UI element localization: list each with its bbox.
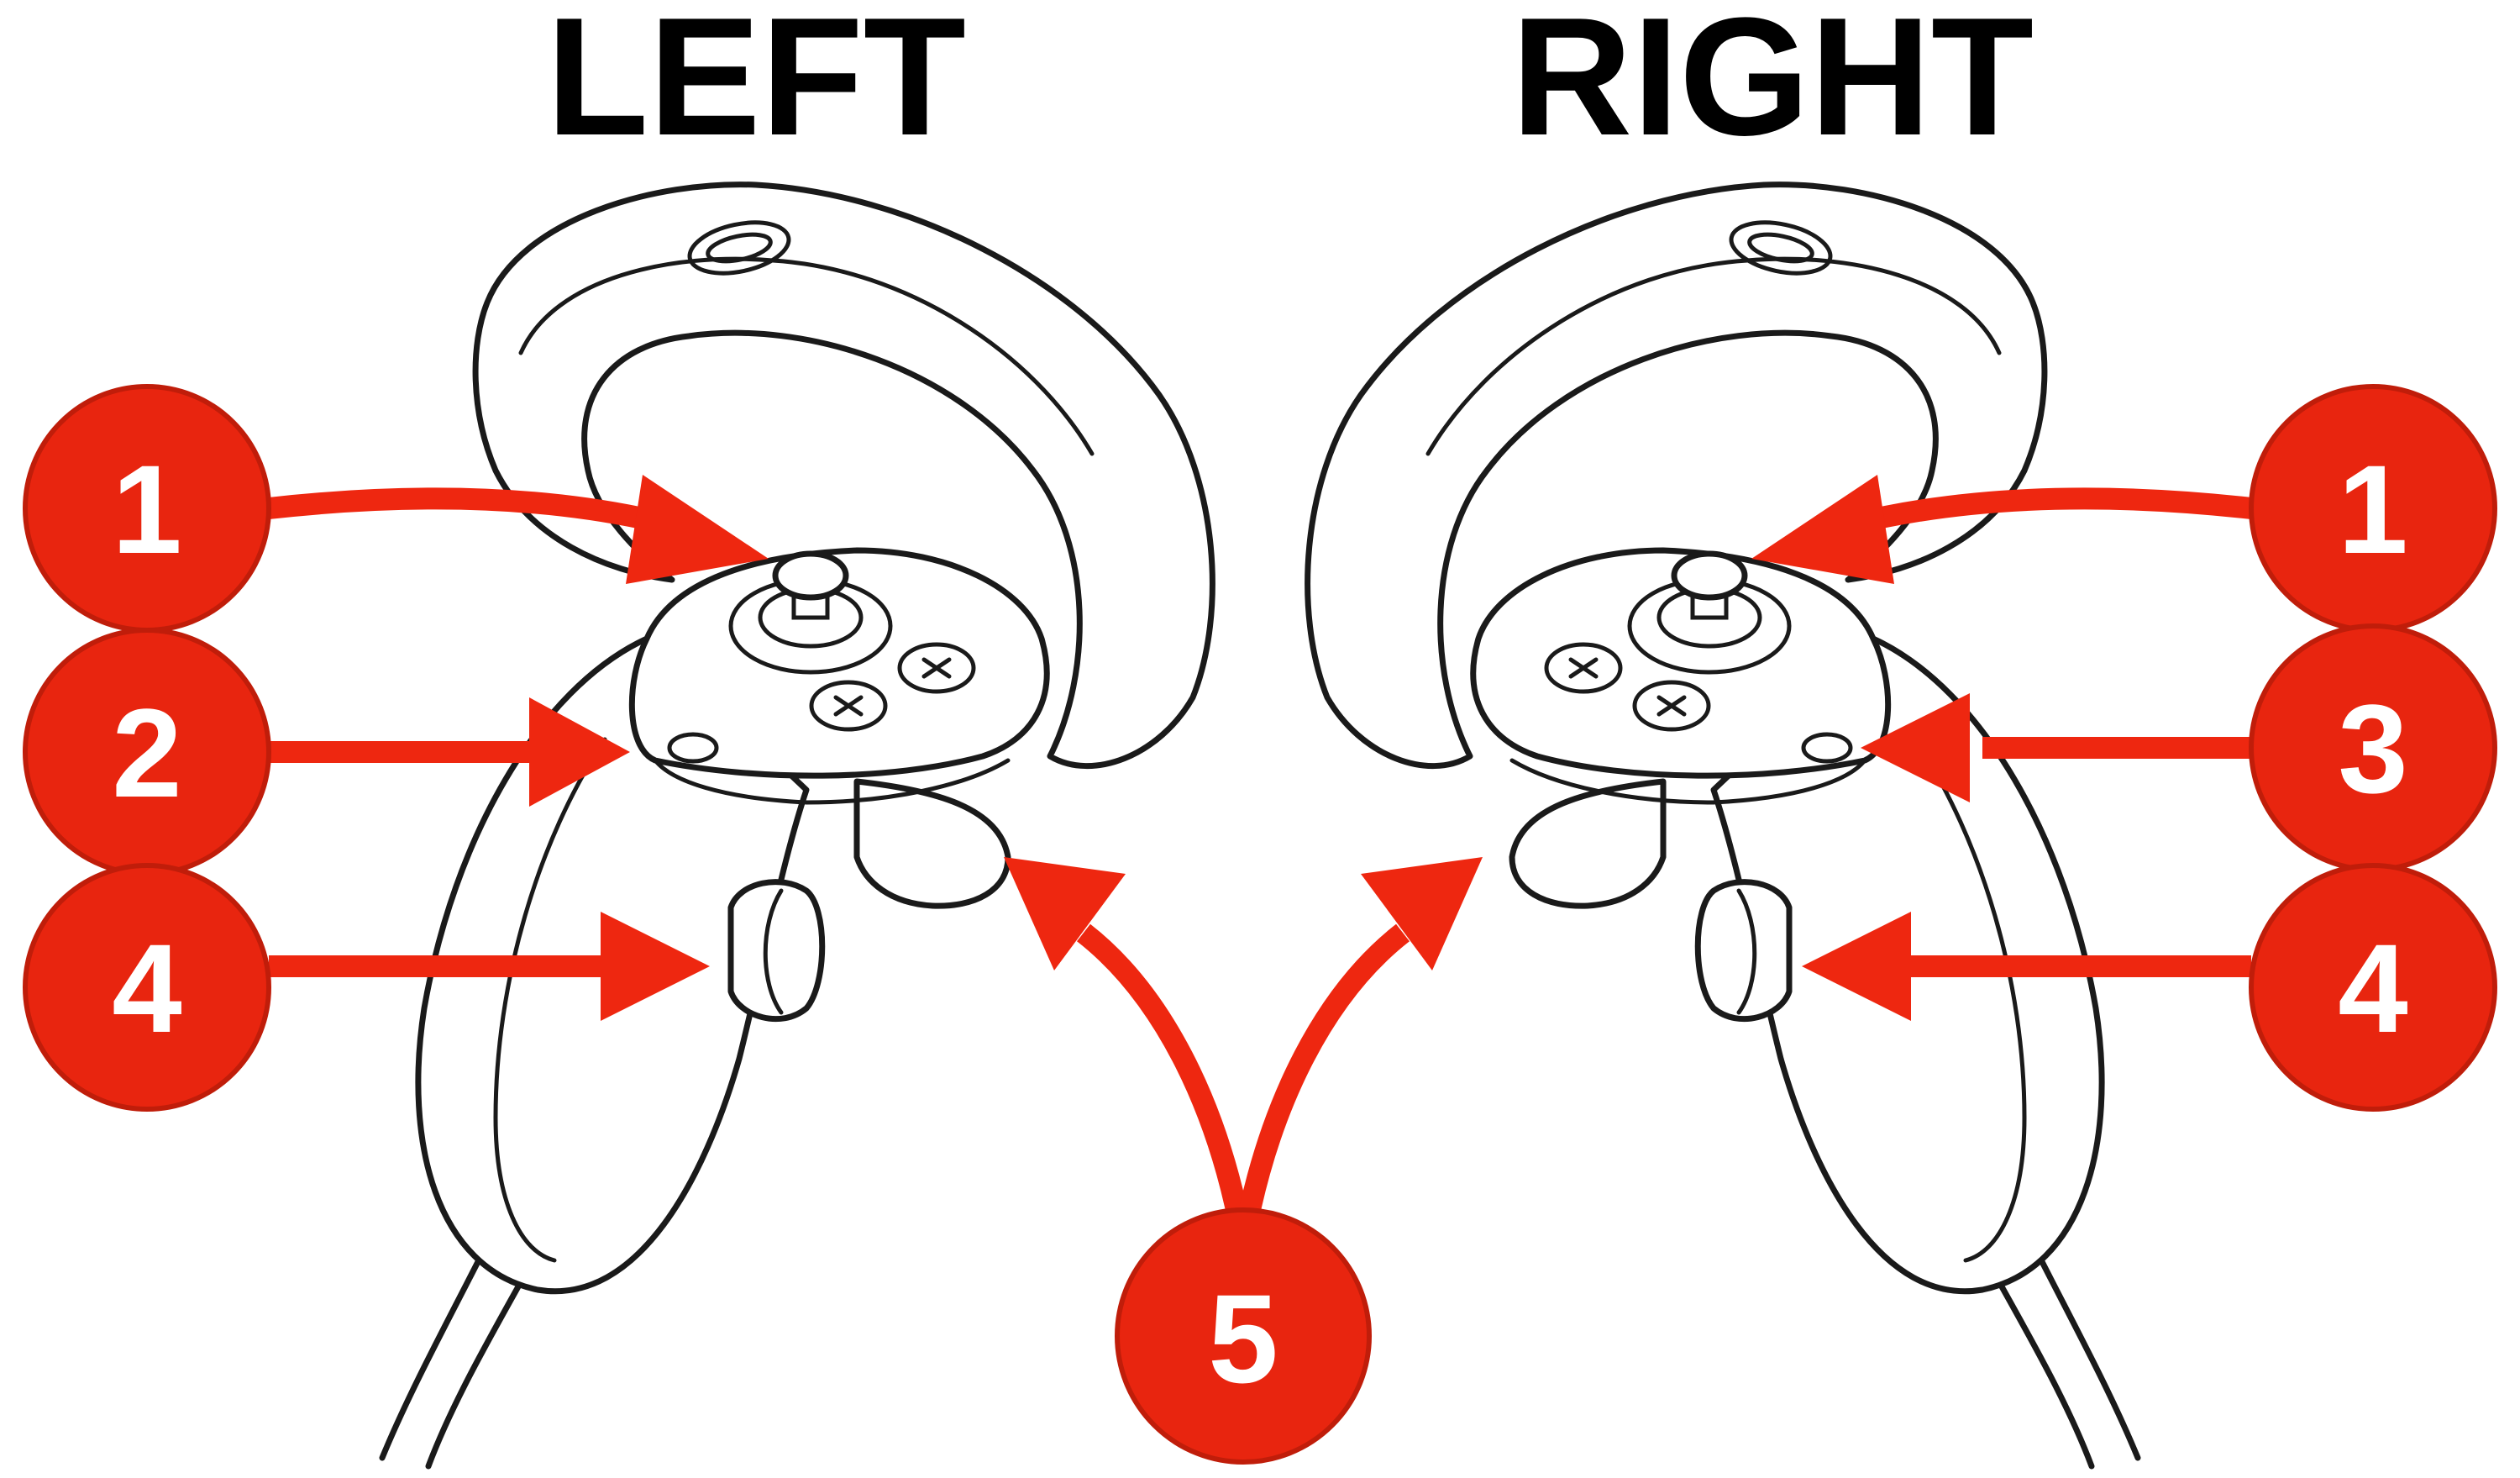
badge-right-oculus-button: 3 (2249, 623, 2497, 872)
right-b-button (1544, 642, 1623, 694)
right-grip-button (1694, 879, 1793, 1023)
right-trigger-shape (1509, 778, 1667, 909)
badge-left-grip: 4 (23, 863, 271, 1112)
arrow-5-right-head (1361, 857, 1483, 970)
right-a-button (1632, 680, 1711, 732)
left-thumbstick (728, 550, 893, 675)
badge-left-grip-label: 4 (112, 918, 181, 1059)
badge-right-thumbstick-label: 1 (2338, 439, 2407, 580)
left-y-button (897, 642, 976, 694)
left-x-button (809, 680, 888, 732)
left-grip-button (727, 879, 826, 1023)
arrow-left-4-head (601, 912, 710, 1021)
left-menu-button-shape (667, 732, 719, 764)
arrow-left-1-head (626, 475, 769, 584)
left-trigger-shape (853, 778, 1011, 909)
callout-arrows (267, 475, 2253, 1246)
arrow-right-1 (1845, 487, 2253, 536)
left-tracking-ring (472, 181, 1215, 770)
badge-triggers-label: 5 (1208, 1268, 1278, 1409)
badge-triggers: 5 (1115, 1207, 1372, 1465)
badge-left-thumbstick-label: 1 (112, 439, 181, 580)
right-oculus-button-shape (1801, 732, 1853, 764)
arrow-right-3-head (1861, 693, 1970, 802)
arrow-5-right (1232, 923, 1410, 1246)
arrow-left-2-head (529, 697, 630, 807)
badge-right-oculus-button-label: 3 (2338, 678, 2407, 819)
badge-right-thumbstick: 1 (2249, 384, 2497, 633)
badge-right-grip: 4 (2249, 863, 2497, 1112)
arrow-right-1-head (1751, 475, 1894, 584)
badge-left-thumbstick: 1 (23, 384, 271, 633)
arrow-left-1 (267, 487, 675, 536)
right-tracking-ring (1305, 181, 2048, 770)
badge-left-menu-button: 2 (23, 628, 271, 876)
left-ring-logo (687, 220, 791, 276)
right-thumbstick (1627, 550, 1792, 675)
right-title: RIGHT (1511, 0, 2034, 171)
badge-right-grip-label: 4 (2338, 918, 2407, 1059)
right-controller-illustration (1305, 181, 2141, 1470)
left-title: LEFT (546, 0, 966, 171)
left-controller-illustration (379, 181, 1215, 1470)
arrow-5-left-head (1004, 857, 1126, 970)
right-ring-logo (1729, 220, 1833, 276)
arrow-right-4-head (1802, 912, 1911, 1021)
badge-left-menu-button-label: 2 (112, 682, 181, 823)
arrow-5-left (1077, 923, 1254, 1246)
